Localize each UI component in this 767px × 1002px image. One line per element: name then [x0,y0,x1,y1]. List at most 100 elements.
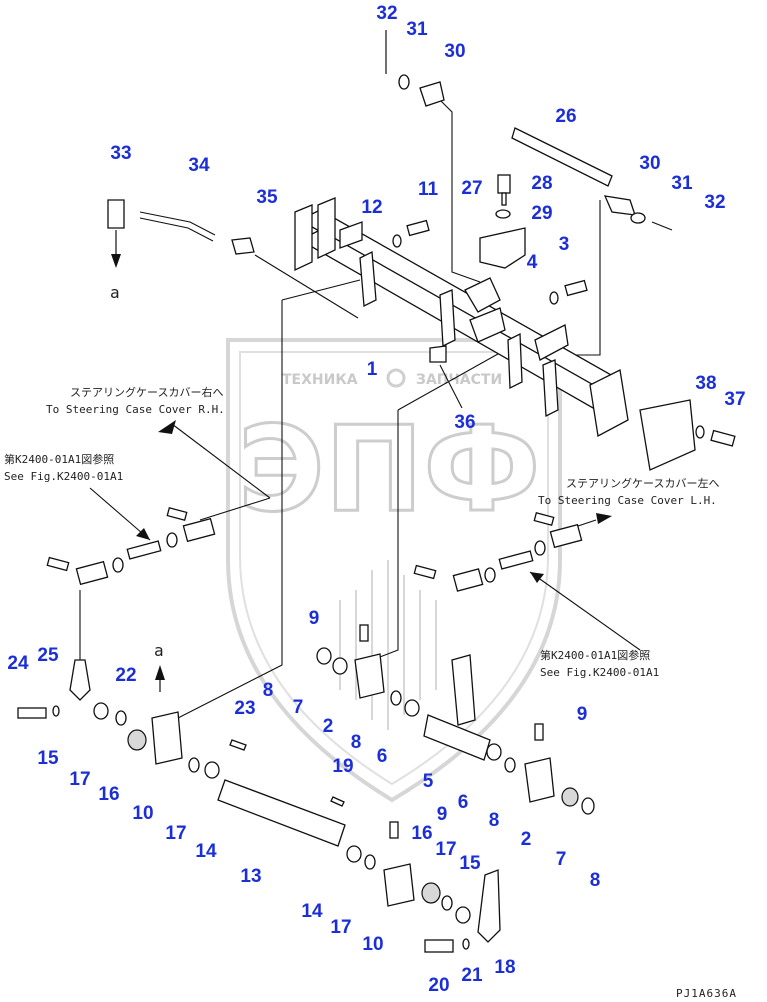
callout-8: 8 [590,870,601,891]
watermark-shield-inner [239,351,549,786]
callout-27: 27 [461,178,482,199]
watermark-shield [226,338,562,803]
callout-10: 10 [132,803,153,824]
notes: ステアリングケースカバー右へ To Steering Case Cover R.… [4,283,737,1000]
callout-34: 34 [188,155,210,176]
callout-29: 29 [531,203,552,224]
callout-9: 9 [309,608,320,629]
bushing-8a [316,647,332,665]
bushing-15a [93,702,109,720]
note-steering-lh-en: To Steering Case Cover L.H. [538,494,717,507]
callout-30: 30 [444,41,465,62]
callout-24: 24 [7,653,29,674]
washer-25 [52,705,60,717]
pin-19 [330,796,345,807]
bearing-16b [421,882,441,904]
gear-icon [386,368,406,388]
leader-lines [79,99,641,719]
callout-12: 12 [361,197,382,218]
watermark-logo: ЭПФ [238,400,540,538]
callout-37: 37 [724,389,745,410]
marker-a-mid: a [154,641,164,660]
callout-17: 17 [165,823,186,844]
callout-17: 17 [69,769,90,790]
callout-16: 16 [98,784,119,805]
callout-32: 32 [376,3,397,24]
callout-25: 25 [37,645,59,666]
callout-7: 7 [293,697,304,718]
callout-31: 31 [671,173,693,194]
callout-1: 1 [367,359,378,380]
lever-18 [477,869,501,943]
callout-33: 33 [110,143,131,164]
callout-4: 4 [527,252,538,273]
watermark: ТЕХНИКА ЗАПЧАСТИ ЭПФ [226,338,562,803]
bushing-6b [486,743,502,761]
ring-17b [188,757,200,773]
washer-29 [495,209,511,219]
ring-8c [504,757,516,773]
callout-11: 11 [418,179,439,200]
rods-top [385,30,673,231]
washer-38 [695,425,705,439]
hardware-top [392,174,736,471]
callout-14: 14 [195,841,217,862]
bearing-7b [561,787,579,807]
pin-23 [229,739,247,751]
callout-30: 30 [639,153,660,174]
cover-plate [639,399,696,471]
callout-2: 2 [521,829,532,850]
callout-5: 5 [423,771,434,792]
marker-a-top: a [110,283,120,302]
clevis-30a [419,81,445,107]
callout-6: 6 [377,746,388,767]
bolt-37 [710,429,736,447]
shaft-assembly [17,624,595,953]
fitting-9a [359,624,369,642]
note-fig-ref-right-jp: 第K2400-01A1図参照 [540,648,650,662]
callout-3: 3 [559,234,570,255]
callout-7: 7 [556,849,567,870]
lever-22 [69,659,91,701]
bracket-2b [524,757,555,803]
bushing-14b [346,845,362,863]
watermark-line1: ТЕХНИКА [282,372,358,388]
callout-17: 17 [330,917,351,938]
note-steering-rh-jp: ステアリングケースカバー右へ [70,385,223,399]
pipe-34 [139,211,216,236]
washer-31a [398,74,410,90]
callout-16: 16 [411,823,432,844]
callout-36: 36 [454,412,475,433]
bolt-20 [424,939,454,953]
note-fig-ref-left-jp: 第K2400-01A1図参照 [4,452,114,466]
watermark-line2: ЗАПЧАСТИ [416,372,502,388]
lever-5 [423,714,491,761]
callout-14: 14 [301,901,323,922]
callout-20: 20 [428,975,449,996]
callout-31: 31 [406,19,428,40]
callouts: 32 31 30 26 33 34 30 31 32 27 28 29 35 1… [7,3,745,996]
washer-21 [462,938,470,950]
callout-28: 28 [531,173,552,194]
callout-9: 9 [437,804,448,825]
bushing-14a [204,761,220,779]
callout-17: 17 [435,839,456,860]
elbow-33 [107,199,125,229]
washer-4 [549,291,559,305]
fitting-9c [389,821,399,839]
callout-10: 10 [362,934,383,955]
pipe-assembly [107,199,447,363]
clevis-30b [603,195,636,216]
callout-6: 6 [458,792,469,813]
note-steering-lh-jp: ステアリングケースカバー左へ [566,476,719,490]
ring-8d [581,797,595,815]
washer-31b [630,212,646,224]
drawing-code: PJ1A636A [676,987,737,1000]
watermark-pillars [339,560,437,730]
callout-18: 18 [494,957,515,978]
bracket-10b [383,863,415,907]
ring-17d [364,854,376,870]
bracket-2a [354,653,385,699]
callout-22: 22 [115,665,136,686]
bushing-15b [455,906,471,924]
